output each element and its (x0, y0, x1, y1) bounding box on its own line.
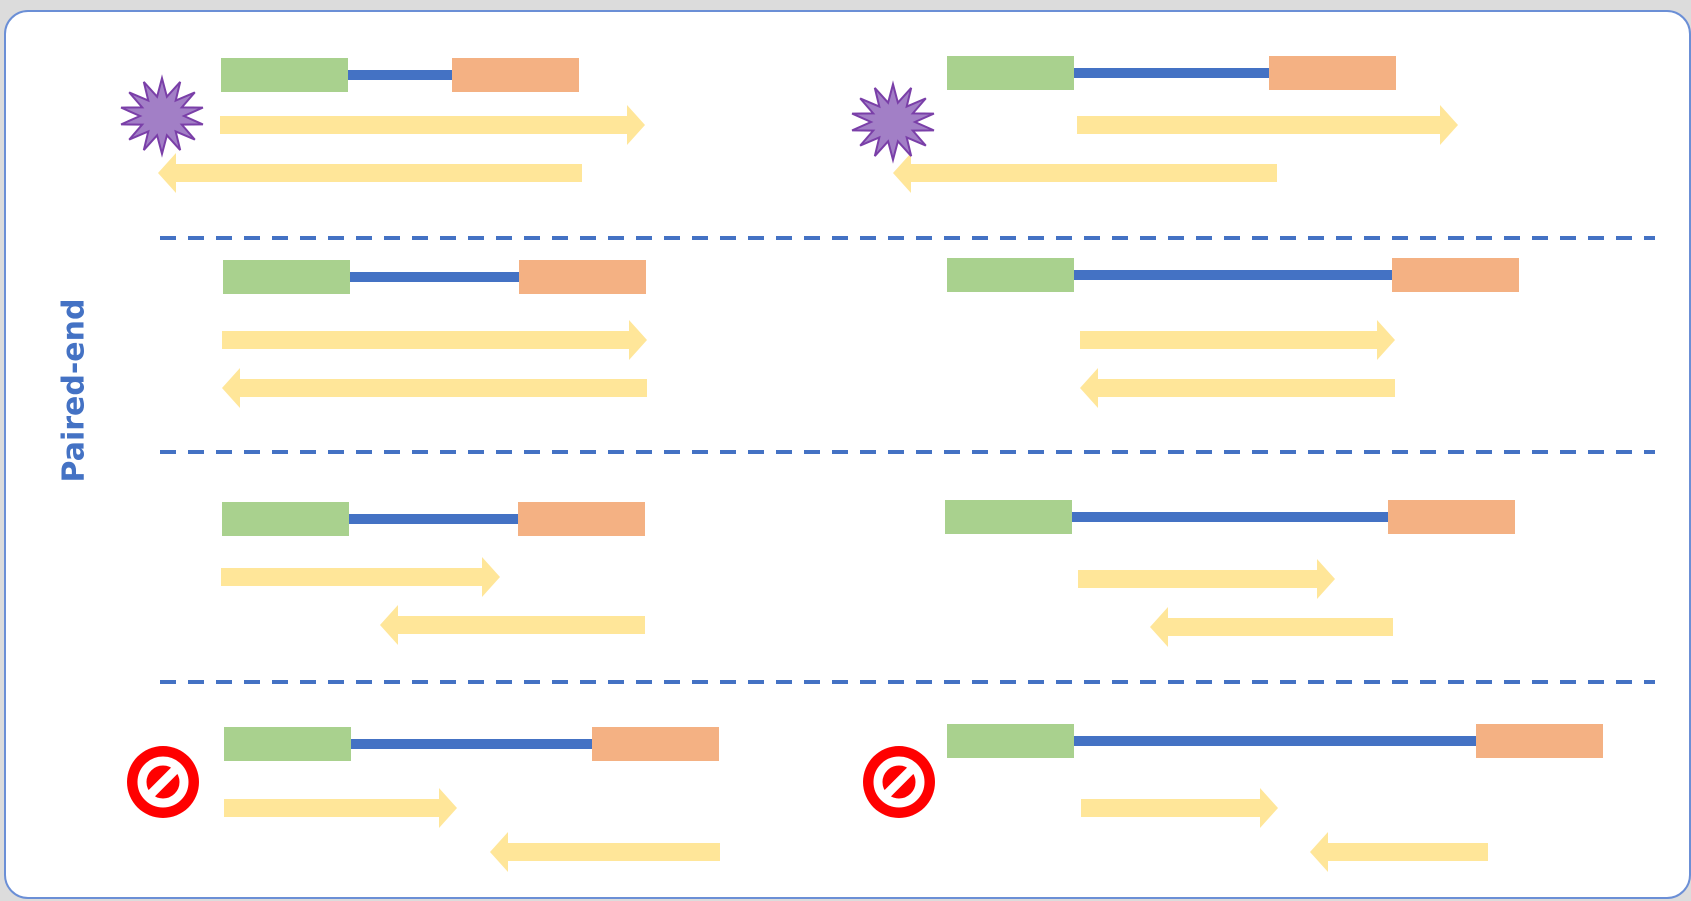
prohibited-icon-4-1-ring (137, 756, 189, 808)
adapter-right-1-1 (452, 58, 579, 92)
forward-read-arrow-2-2 (1080, 320, 1395, 360)
adapter-right-2-2 (1392, 258, 1519, 292)
adapter-left-4-2 (947, 724, 1074, 758)
reverse-read-arrow-4-2 (1310, 832, 1488, 872)
reverse-read-arrow-3-2 (1150, 607, 1393, 647)
reverse-read-arrow-1-1 (158, 153, 582, 193)
adapter-right-4-2 (1476, 724, 1603, 758)
adapter-left-4-1 (224, 727, 351, 761)
burst-icon-1-2 (851, 80, 935, 164)
adapter-left-3-2 (945, 500, 1072, 534)
reverse-read-arrow-2-1 (222, 368, 647, 408)
reverse-read-arrow-2-2 (1080, 368, 1395, 408)
reverse-read-arrow-4-1 (490, 832, 720, 872)
forward-read-arrow-4-2 (1081, 788, 1278, 828)
prohibited-icon-4-2-slash (881, 764, 917, 800)
prohibited-icon-4-1-slash (145, 764, 181, 800)
prohibited-icon-4-2-ring (873, 756, 925, 808)
burst-icon-1-1 (120, 74, 204, 158)
adapter-left-1-1 (221, 58, 348, 92)
reverse-read-arrow-1-2 (893, 153, 1277, 193)
adapter-left-2-2 (947, 258, 1074, 292)
forward-read-arrow-4-1 (224, 788, 457, 828)
forward-read-arrow-1-1 (220, 105, 645, 145)
forward-read-arrow-2-1 (222, 320, 647, 360)
adapter-right-2-1 (519, 260, 646, 294)
adapter-left-2-1 (223, 260, 350, 294)
reverse-read-arrow-3-1 (380, 605, 645, 645)
adapter-left-3-1 (222, 502, 349, 536)
adapter-right-3-1 (518, 502, 645, 536)
adapter-right-3-2 (1388, 500, 1515, 534)
adapter-right-4-1 (592, 727, 719, 761)
forward-read-arrow-3-1 (221, 557, 500, 597)
adapter-right-1-2 (1269, 56, 1396, 90)
forward-read-arrow-1-2 (1077, 105, 1458, 145)
adapter-left-1-2 (947, 56, 1074, 90)
forward-read-arrow-3-2 (1078, 559, 1335, 599)
